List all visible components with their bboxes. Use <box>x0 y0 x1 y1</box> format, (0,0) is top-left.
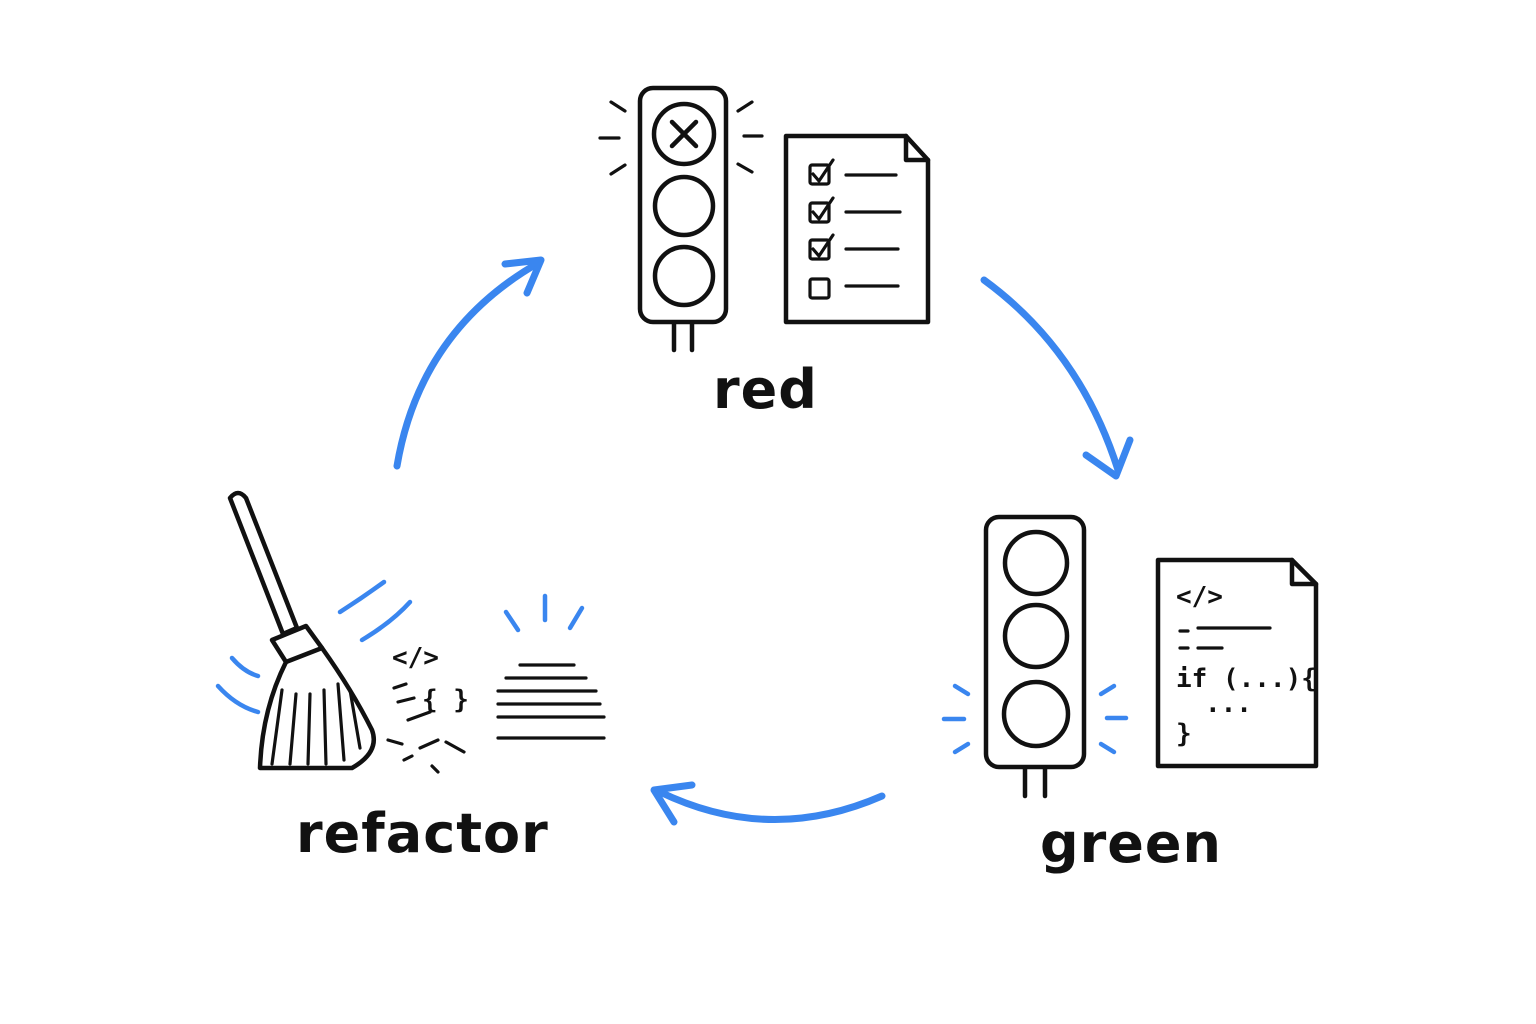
cycle-arrows <box>393 256 1134 826</box>
code-line-dots: ... <box>1205 689 1252 719</box>
traffic-light-icon <box>637 85 729 353</box>
stage-red: red <box>598 85 931 421</box>
test-checklist-icon <box>783 133 931 325</box>
arrow-red-to-green <box>980 276 1134 480</box>
tidy-lines-icon <box>496 663 606 740</box>
checklist-row <box>808 158 898 186</box>
red-light-rays <box>598 100 764 176</box>
traffic-light-icon <box>983 514 1087 799</box>
tidy-sparkle-rays <box>503 593 585 633</box>
code-line-close: } <box>1176 719 1192 749</box>
checklist-row <box>808 233 900 261</box>
stage-label-red: red <box>713 358 818 421</box>
check-icon <box>1018 700 1056 730</box>
green-light-rays <box>941 683 1129 755</box>
checklist-row <box>808 196 902 224</box>
scattered-code-icon: </> { } <box>386 643 469 774</box>
debris-braces: { } <box>422 685 469 715</box>
debris-code-tag: </> <box>392 643 439 673</box>
broom-motion-lines <box>215 579 413 715</box>
arrow-green-to-refactor <box>650 781 886 826</box>
green-light-lit <box>1001 679 1071 749</box>
stage-green: </> if (...){ ... } green <box>941 514 1319 875</box>
code-line-if: if (...){ <box>1176 664 1317 694</box>
arrow-refactor-to-red <box>393 256 545 470</box>
code-document-icon: </> if (...){ ... } <box>1155 557 1319 769</box>
stage-label-green: green <box>1040 812 1222 875</box>
red-light-lit <box>651 101 717 167</box>
x-icon <box>669 119 699 149</box>
stage-label-refactor: refactor <box>296 802 549 865</box>
broom-icon <box>227 490 376 771</box>
code-tag: </> <box>1176 582 1223 612</box>
checklist-row <box>808 277 900 300</box>
stage-refactor: </> { } refactor <box>215 490 606 865</box>
